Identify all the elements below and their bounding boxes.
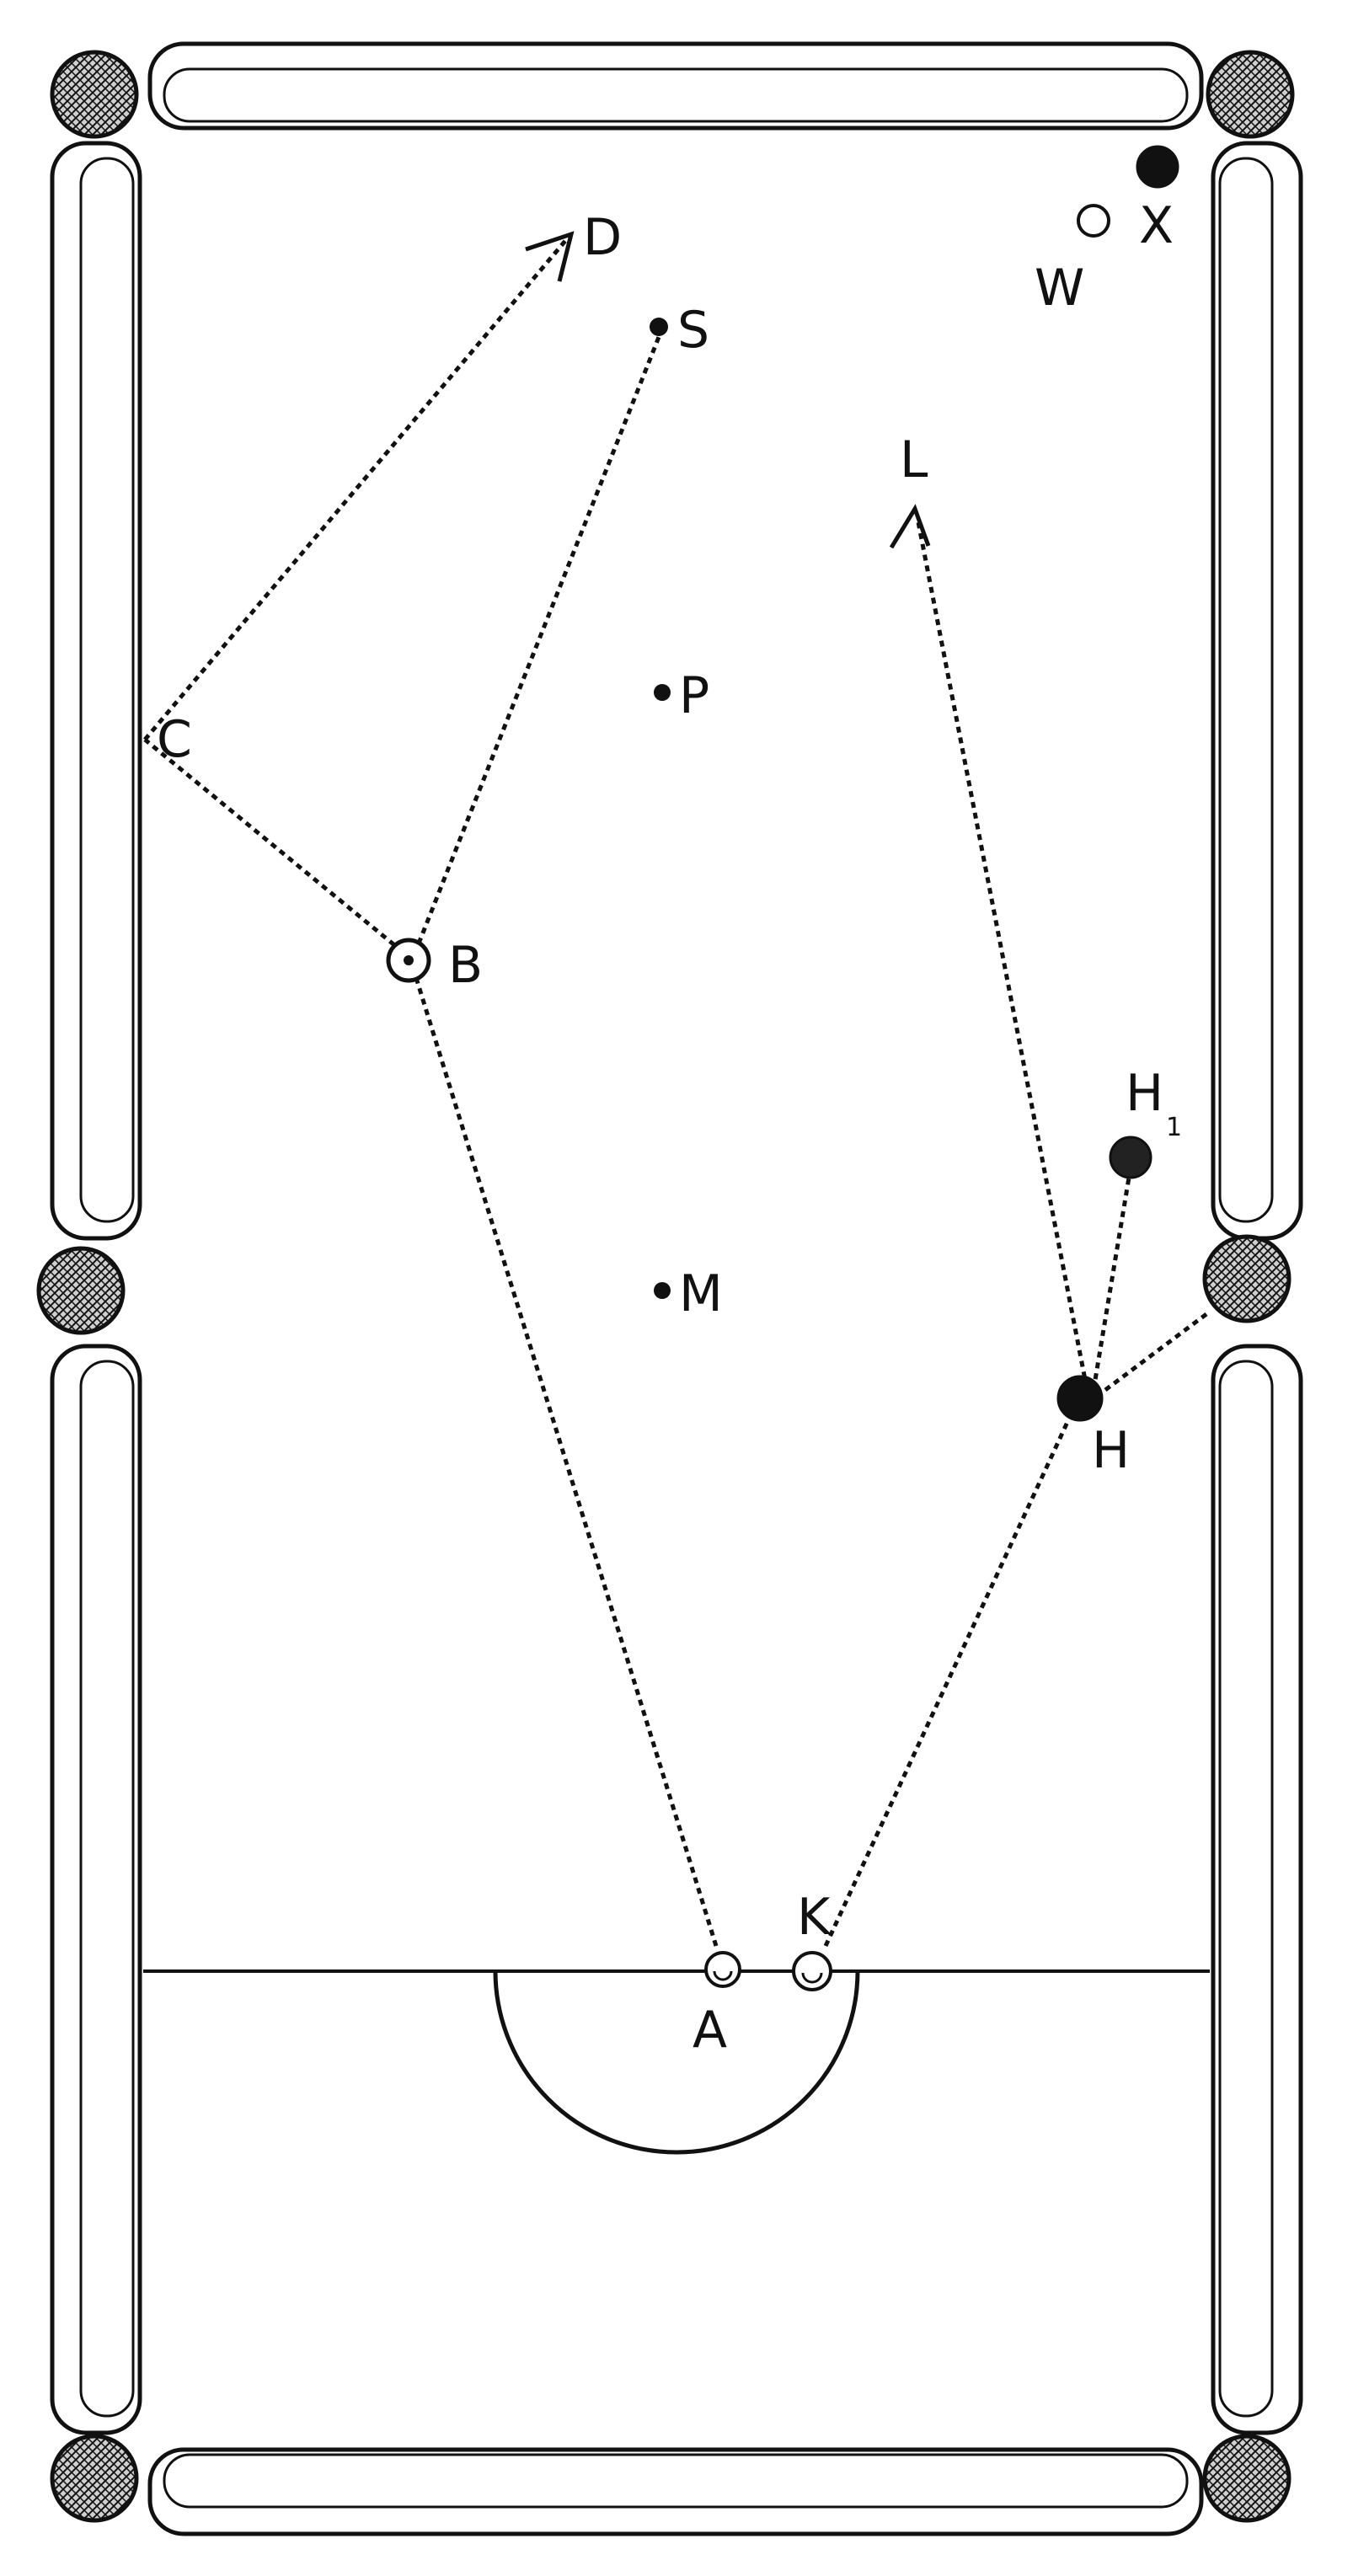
path-c-to-d [143, 234, 571, 741]
balls [386, 145, 1179, 1991]
pocket-top-right [1206, 50, 1295, 139]
path-h-to-middle-pocket [1104, 1312, 1208, 1392]
left-lower-cushion [50, 1344, 142, 2435]
pocket-middle-right [1202, 1234, 1292, 1323]
label-h1: H [1126, 1064, 1163, 1123]
pockets [36, 50, 1295, 2523]
path-b-to-c [143, 738, 404, 954]
top-cushion [147, 41, 1204, 131]
left-upper-cushion [50, 141, 142, 1241]
shot-paths [143, 231, 1208, 1948]
path-h-to-l [916, 521, 1089, 1389]
spot-p [654, 684, 671, 701]
label-d: D [583, 208, 622, 267]
d-semicircle [493, 1970, 860, 2155]
label-c: C [157, 710, 192, 769]
ball-b [386, 938, 431, 983]
ball-x [1136, 145, 1179, 189]
label-h1-subscript: 1 [1166, 1113, 1182, 1142]
label-b: B [448, 936, 483, 995]
spot-s [650, 318, 668, 336]
pocket-bottom-left [50, 2434, 139, 2523]
right-lower-cushion [1211, 1344, 1303, 2435]
right-upper-cushion [1211, 141, 1303, 1241]
label-h: H [1092, 1421, 1130, 1480]
point-labels: D S P C B M L H 1 H K A X W [157, 196, 1182, 2060]
path-a-to-b [410, 966, 719, 1947]
bottom-cushion [147, 2447, 1204, 2536]
ball-w [1077, 204, 1110, 238]
ball-h [1056, 1375, 1104, 1422]
label-k: K [797, 1888, 832, 1947]
pocket-middle-left [36, 1246, 126, 1335]
pocket-top-left [50, 50, 139, 139]
label-a: A [693, 2001, 727, 2060]
label-x: X [1139, 196, 1174, 255]
label-m: M [679, 1264, 723, 1323]
label-s: S [677, 301, 709, 360]
pocket-bottom-right [1202, 2434, 1292, 2523]
ball-k [792, 1951, 832, 1991]
path-k-to-h [823, 1419, 1071, 1948]
path-b-to-s [416, 328, 665, 944]
ball-a [704, 1951, 741, 1988]
label-p: P [679, 666, 709, 725]
label-w: W [1035, 259, 1084, 318]
arrowhead-l [889, 504, 931, 549]
arrowhead-d [525, 231, 575, 282]
ball-h1 [1109, 1136, 1152, 1179]
path-h-to-h1 [1091, 1177, 1131, 1391]
label-l: L [900, 430, 928, 489]
table-cushions [50, 41, 1303, 2536]
spot-m [654, 1282, 671, 1299]
